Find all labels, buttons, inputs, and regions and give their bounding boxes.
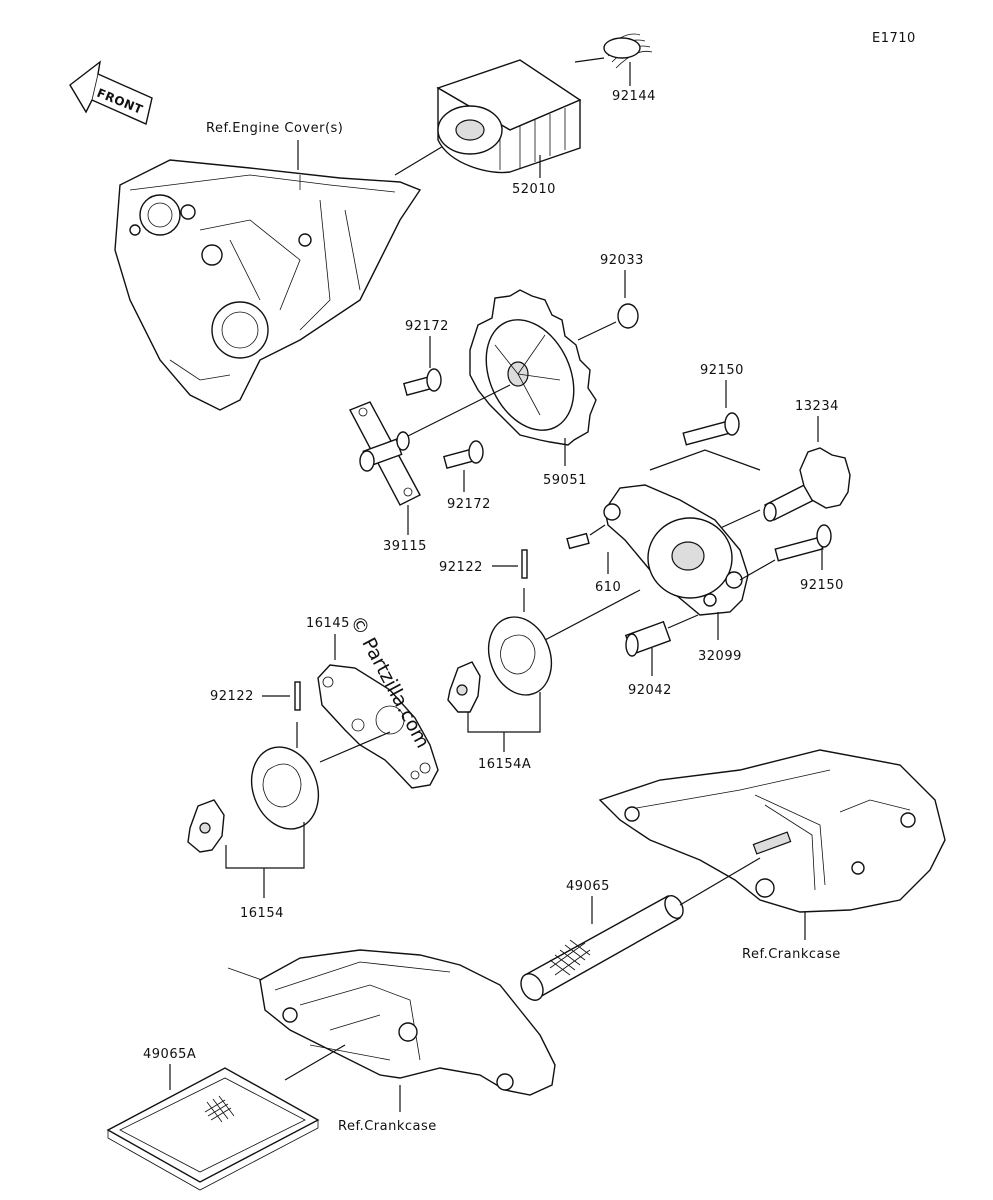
pump-shaft-part[interactable] [349, 401, 421, 506]
collar-part[interactable] [624, 620, 672, 657]
part-label-16154: 16154 [240, 906, 284, 921]
part-label-49065: 49065 [566, 879, 610, 894]
oil-pump-gear-part[interactable] [469, 289, 597, 446]
ref-crankcase-right-label: Ref.Crankcase [742, 947, 841, 962]
part-label-92172-bottom: 92172 [447, 497, 491, 512]
outer-rotor-part[interactable] [478, 608, 562, 704]
part-label-16154A: 16154A [478, 757, 531, 772]
screw-part[interactable] [443, 440, 484, 470]
part-label-610: 610 [595, 580, 621, 595]
oil-strainer-part[interactable] [517, 893, 687, 1004]
dowel-pin-part[interactable] [566, 532, 590, 550]
outer-rotor-part[interactable] [241, 738, 330, 839]
part-label-32099: 32099 [698, 649, 742, 664]
part-label-92122-lower: 92122 [210, 689, 254, 704]
part-label-92122-upper: 92122 [439, 560, 483, 575]
pin-part[interactable] [294, 681, 301, 711]
pump-drive-shaft-part[interactable] [763, 447, 851, 522]
screw-part[interactable] [403, 368, 442, 397]
strainer-screen-part[interactable] [106, 1067, 320, 1191]
front-arrow-icon: FRONT [69, 60, 153, 125]
crankcase-right-drawing [598, 749, 946, 913]
part-label-92144: 92144 [612, 89, 656, 104]
bolt-part[interactable] [682, 412, 740, 446]
part-label-92042: 92042 [628, 683, 672, 698]
ref-crankcase-bottom-label: Ref.Crankcase [338, 1119, 437, 1134]
part-label-13234: 13234 [795, 399, 839, 414]
part-label-92150-bottom: 92150 [800, 578, 844, 593]
part-label-39115: 39115 [383, 539, 427, 554]
bolt-part[interactable] [774, 524, 832, 562]
part-label-92172-top: 92172 [405, 319, 449, 334]
part-label-16145: 16145 [306, 616, 350, 631]
part-label-92033: 92033 [600, 253, 644, 268]
part-label-52010: 52010 [512, 182, 556, 197]
pump-cover-part[interactable] [317, 664, 439, 789]
part-label-92150-top: 92150 [700, 363, 744, 378]
part-label-59051: 59051 [543, 473, 587, 488]
crankcase-bottom-drawing [227, 949, 556, 1096]
spring-part[interactable] [603, 33, 653, 69]
engine-cover-drawing [114, 159, 422, 411]
inner-rotor-part[interactable] [187, 799, 225, 853]
oil-filter-part[interactable] [436, 59, 582, 174]
ref-engine-cover-label: Ref.Engine Cover(s) [206, 121, 343, 136]
pin-part[interactable] [521, 549, 528, 579]
diagram-code: E1710 [872, 31, 916, 46]
part-label-49065A: 49065A [143, 1047, 196, 1062]
circlip-part[interactable] [617, 303, 639, 329]
inner-rotor-part[interactable] [447, 661, 481, 713]
oil-pump-body-part[interactable] [603, 484, 749, 616]
